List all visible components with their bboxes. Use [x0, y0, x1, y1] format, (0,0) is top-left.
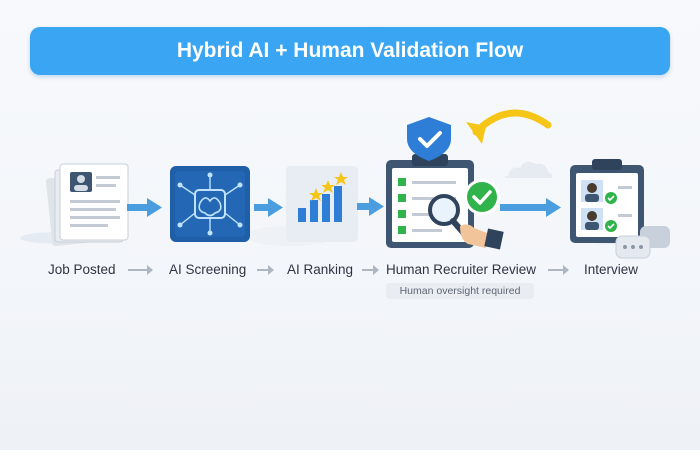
small-arrow-icon — [257, 265, 274, 275]
chat-bubbles-icon — [615, 226, 670, 259]
small-arrow-icon — [362, 265, 379, 275]
bar-chart-stars-icon — [286, 166, 358, 242]
document-icon — [45, 163, 129, 247]
step-label-ai-ranking: AI Ranking — [287, 262, 354, 277]
flow-arrow — [500, 198, 561, 217]
flow-arrow — [357, 197, 384, 216]
flow-arrow — [254, 198, 283, 217]
ai-chip-icon — [170, 166, 250, 242]
title-text: Hybrid AI + Human Validation Flow — [176, 39, 524, 62]
clipboard-candidates-icon — [570, 159, 644, 243]
review-note-text: Human oversight required — [399, 285, 521, 297]
step-label-job-posted: Job Posted — [48, 262, 116, 277]
hand-icon — [460, 224, 504, 250]
check-badge-icon — [464, 179, 500, 215]
flow-arrow — [127, 198, 162, 217]
step-label-ai-screening: AI Screening — [169, 262, 247, 277]
shield-check-icon — [407, 117, 451, 161]
curved-arrow-icon — [466, 109, 552, 144]
cloud-icon — [504, 161, 553, 178]
page-title: Hybrid AI + Human Validation Flow — [30, 27, 670, 75]
small-arrow-icon — [128, 265, 153, 275]
step-label-interview: Interview — [584, 262, 639, 277]
step-label-human-review: Human Recruiter Review — [386, 262, 537, 277]
small-arrow-icon — [548, 265, 569, 275]
review-note-badge: Human oversight required — [386, 283, 534, 299]
